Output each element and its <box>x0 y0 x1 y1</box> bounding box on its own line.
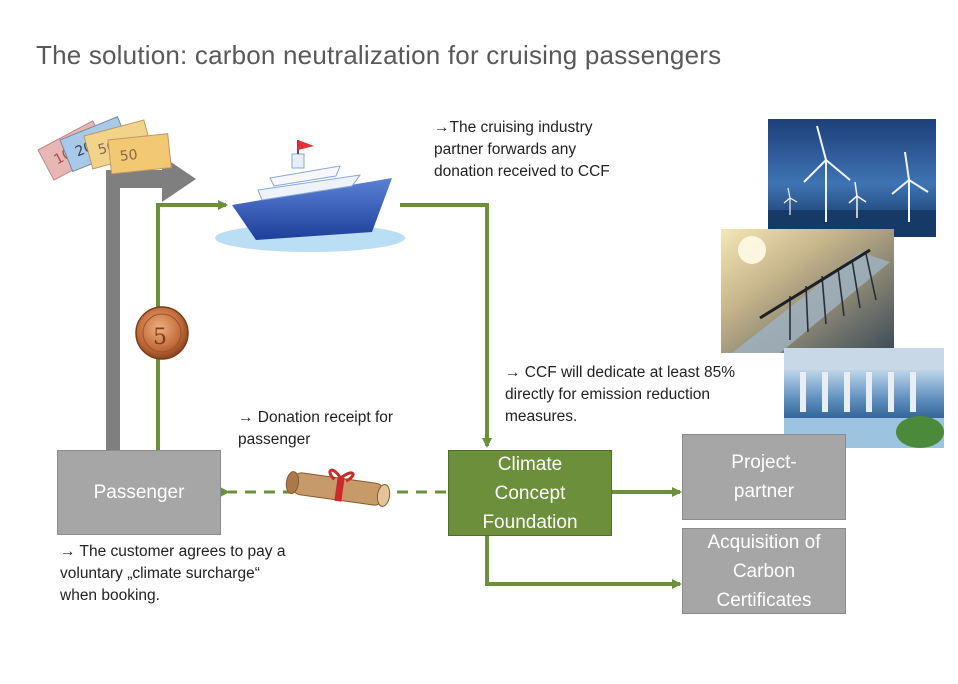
receipt-scroll-icon <box>285 468 391 507</box>
coin-icon: 5 <box>135 306 189 360</box>
passenger-box: Passenger <box>57 450 221 535</box>
to-acquisition-arrow <box>485 536 682 589</box>
svg-text:5: 5 <box>153 325 167 350</box>
solar-collector-photo <box>721 229 894 353</box>
acquisition-box: Acquisition of Carbon Certificates <box>682 528 846 614</box>
banknotes-icon: 10 20 50 50 <box>37 116 172 181</box>
svg-text:50: 50 <box>119 147 138 165</box>
cruise-ship-icon <box>215 140 405 252</box>
foundation-box: Climate Concept Foundation <box>448 450 612 536</box>
wind-turbines-photo <box>768 119 936 237</box>
surcharge-flow-arrow <box>156 200 228 450</box>
donation-receipt-note: → Donation receipt for passenger <box>238 409 394 448</box>
ccf-dedication-note: → CCF will dedicate at least 85% directl… <box>505 364 736 425</box>
forward-donation-arrow <box>400 203 492 448</box>
cruising-partner-note: →The cruising industry partner forwards … <box>434 119 610 180</box>
hydro-dam-photo <box>784 348 944 448</box>
customer-agreement-note: → The customer agrees to pay a voluntary… <box>60 543 286 604</box>
project-partner-box: Project- partner <box>682 434 846 520</box>
page-title: The solution: carbon neutralization for … <box>36 40 722 70</box>
money-flow-arrow <box>106 156 196 450</box>
